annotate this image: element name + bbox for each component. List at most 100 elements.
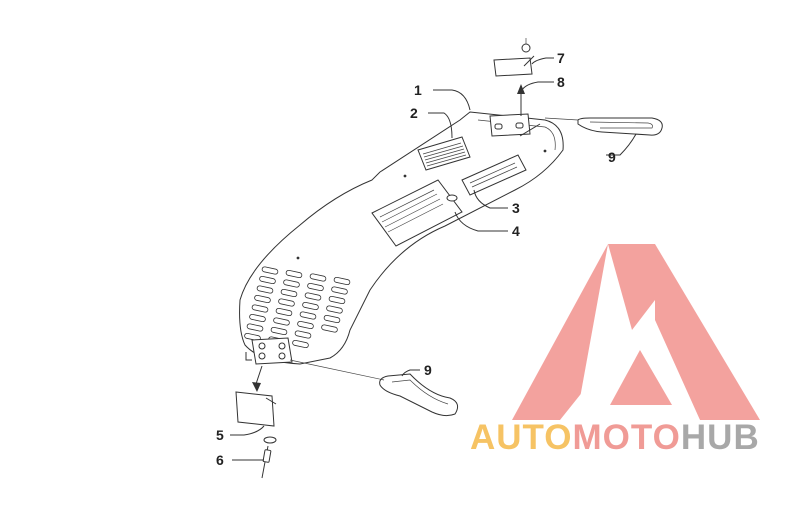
washer [263,436,277,444]
decal-4 [371,179,463,247]
front-hinge-clip [245,352,252,361]
rear-rod-inner [589,121,653,129]
decal-4-logo [446,194,458,202]
vent-slots [244,266,351,349]
latch-body [235,391,275,427]
callout-7: 7 [557,50,565,66]
vent-slot [278,298,295,307]
callout-9-front: 9 [424,362,432,378]
vent-slot [249,313,266,323]
callout-6: 6 [216,452,224,468]
front-hinge-hole [258,352,266,360]
hinge-ref-line [519,123,541,137]
decal-4-outline [371,179,463,247]
front-hinge-bracket [245,337,293,365]
vent-slot [302,301,319,311]
latch-plate-7 [493,38,535,77]
vent-slot [280,288,298,298]
decal-2-text-lines [422,142,467,167]
vent-slot [244,332,261,342]
logo-left-leg [512,244,608,420]
leader-7 [531,57,554,65]
leader-9b [401,369,420,377]
latch-tab [265,397,277,405]
hood-hole [403,174,407,178]
vent-slot [309,273,327,282]
callout-5: 5 [216,427,224,443]
rear-hinge-plate [489,113,531,137]
watermark-logo [512,244,760,420]
latch-arrow [252,382,261,392]
front-hinge-hole [278,352,286,360]
watermark-auto: AUTO [470,418,573,457]
front-rod-ref-line [289,359,385,381]
latch-plate [493,57,533,77]
leader-3 [473,189,508,209]
vent-slot [331,286,348,295]
vent-slot [333,276,351,286]
vent-slot [270,326,288,336]
callout-9-rear: 9 [608,149,616,165]
pin-6-head [262,449,272,463]
vent-slot [259,275,276,285]
latch-5 [235,365,277,444]
callout-8: 8 [557,74,565,90]
watermark-text: AUTOMOTOHUB [470,418,760,458]
leader-9a [606,133,637,156]
leader-8 [521,81,554,91]
support-rod-front [289,359,459,417]
decal-3 [461,154,527,196]
vent-slot [285,269,303,279]
leader-5 [230,425,265,436]
vent-slot [297,320,314,330]
screw-head [521,43,531,53]
vent-slot [328,295,346,305]
vent-slot [299,311,317,320]
vent-slot [275,307,293,317]
leader-2 [428,112,453,139]
vent-slot [283,279,300,288]
pin-6 [261,445,272,479]
vent-slot [307,282,324,292]
vent-slot [251,304,269,313]
callout-2: 2 [410,105,418,121]
vent-slot [321,324,338,333]
vent-slot [294,330,312,339]
watermark-hub: HUB [680,418,760,457]
logo-inner-mark [610,350,672,405]
hood-rim [477,119,556,151]
front-hinge-hole [258,342,266,350]
latch-plate-tab [523,55,535,67]
leader-4 [454,211,508,232]
vent-slot [304,292,322,301]
vent-slot [273,317,290,326]
callout-3: 3 [512,200,520,216]
front-rod-loop [379,373,459,417]
vent-slot [246,323,264,332]
rear-hinge-slot [494,123,503,130]
rear-hinge-bracket [489,113,541,137]
vent-slot [323,314,341,324]
vent-slot [261,266,279,275]
callout-4: 4 [512,223,520,239]
vent-slot [292,339,309,349]
rear-rod-ref-line [544,117,579,121]
leader-lines [230,57,637,461]
front-hinge-plate [251,337,293,365]
vent-slot [254,294,271,304]
logo-top [608,244,655,330]
front-hinge-hole [278,342,286,350]
rear-rod-loop [577,117,663,136]
decal-4-text-lines [379,189,444,233]
front-rod-inner [391,379,449,405]
pin-8 [517,84,525,116]
leader-1 [433,89,471,111]
vent-slot [256,285,274,294]
callout-1: 1 [414,82,422,98]
latch-ref-line [255,365,263,385]
hood-hole [543,149,547,153]
decal-3-text-lines [469,162,518,188]
vent-slot [326,305,343,314]
